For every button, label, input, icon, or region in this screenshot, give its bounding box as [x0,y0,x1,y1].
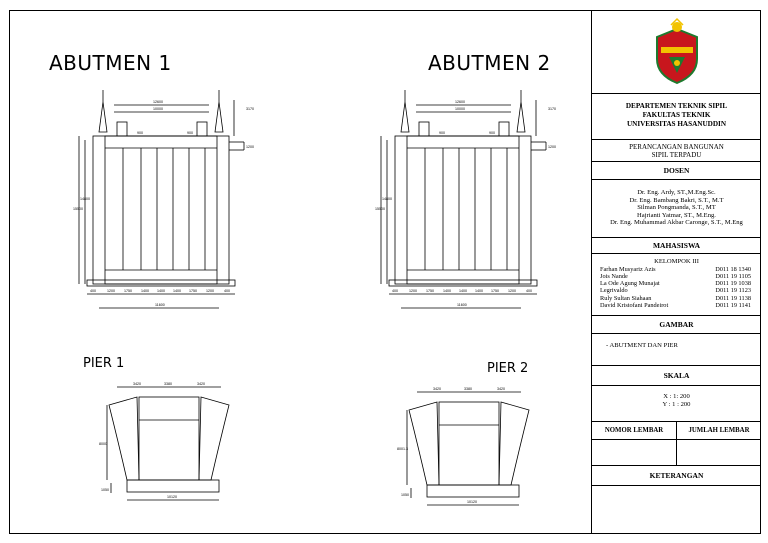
pier-2-drawing: 3420 3380 3420 8001.3 1050 10120 [397,387,530,506]
dim-height-outer: 15500 [73,207,83,211]
dim-bottom-seg-6: 1400 [475,289,483,293]
dim-pier-height: 8000 [99,442,107,446]
dim-bottom-seg-2: 1200 [107,289,115,293]
dim-pier-base-w: 10120 [467,500,477,504]
title-pier-2: PIER 2 [487,361,529,376]
dim-pier-base-h: 1050 [101,488,109,492]
dim-side-right: 3170 [246,107,254,111]
nomor-lembar-label: NOMOR LEMBAR [592,422,677,439]
title-pier-1: PIER 1 [83,356,125,371]
dim-seat-left: 900 [439,131,445,135]
skala-y: Y : 1 : 200 [662,400,691,408]
dim-ledge: 1200 [246,145,254,149]
title-block: DEPARTEMEN TEKNIK SIPIL FAKULTAS TEKNIK … [591,10,761,534]
dim-bottom-seg-1: 400 [90,289,96,293]
dim-pier-top-mid: 3380 [164,382,172,386]
title-abutment-1: ABUTMEN 1 [49,51,172,75]
dim-top-inner: 10000 [153,107,163,111]
jumlah-lembar-value [677,440,761,465]
dim-height-outer: 15500 [375,207,385,211]
dim-bottom-total: 11600 [155,303,165,307]
dosen-item: Silman Pongmanda, S.T., MT [637,204,716,212]
dim-bottom-seg-9: 400 [526,289,532,293]
project-line-2: SIPIL TERPADU [651,151,702,159]
dim-bottom-seg-7: 1750 [189,289,197,293]
dim-pier-base-h: 1050 [401,493,409,497]
drawing-area: ABUTMEN 1 ABUTMEN 2 PIER 1 PIER 2 [9,10,591,534]
dim-bottom-seg-3: 1750 [124,289,132,293]
gambar-item: - ABUTMENT DAN PIER [592,334,761,366]
dim-height-inner: 14800 [80,197,90,201]
dim-bottom-seg-9: 400 [224,289,230,293]
pier-1-drawing: 3420 3380 3420 8000 1050 10120 [99,382,230,501]
dim-bottom-seg-5: 1400 [157,289,165,293]
skala-values: X : 1: 200 Y : 1 : 200 [592,386,761,422]
mahasiswa-label: MAHASISWA [592,238,761,254]
dim-bottom-seg-8: 1200 [508,289,516,293]
keterangan-label: KETERANGAN [592,466,761,486]
dim-top-outer: 12600 [153,100,163,104]
abutment-1-drawing: 12600 10000 900 900 3170 1200 15500 1480… [73,90,254,309]
dim-bottom-total: 11600 [457,303,467,307]
dim-side-right: 3170 [548,107,556,111]
dim-bottom-seg-4: 1400 [443,289,451,293]
org-line-3: UNIVERSITAS HASANUDDIN [626,120,727,128]
dim-pier-height-2: 8001.3 [397,447,408,451]
dim-bottom-seg-4: 1400 [141,289,149,293]
dosen-item: Dr. Eng. Bambang Bakri, S.T., M.T [629,196,724,204]
dim-pier-top-left: 3420 [433,387,441,391]
dim-bottom-seg-1: 400 [392,289,398,293]
kelompok-label: KELOMPOK III [654,258,699,265]
dim-pier-top-right: 3420 [497,387,505,391]
dim-pier-top-right: 3420 [197,382,205,386]
dosen-label: DOSEN [592,162,761,180]
dim-ledge: 1200 [548,145,556,149]
sheet-number-row: NOMOR LEMBAR JUMLAH LEMBAR [592,422,761,440]
dim-bottom-seg-7: 1750 [491,289,499,293]
dim-bottom-seg-2: 1200 [409,289,417,293]
title-abutment-2: ABUTMEN 2 [428,51,551,75]
dim-pier-top-mid: 3380 [464,387,472,391]
dim-height-inner: 14800 [382,197,392,201]
org-line-2: FAKULTAS TEKNIK [642,111,711,119]
dim-bottom-seg-3: 1750 [426,289,434,293]
skala-x: X : 1: 200 [663,393,690,400]
abutment-2-drawing: 12600 10000 900 900 3170 1200 15500 1480… [375,90,556,309]
dim-pier-base-w: 10120 [167,495,177,499]
org-line-1: DEPARTEMEN TEKNIK SIPIL [625,102,728,110]
dim-top-inner: 10000 [455,107,465,111]
sheet-number-values [592,440,761,466]
jumlah-lembar-label: JUMLAH LEMBAR [688,427,750,434]
logo-cell [592,10,761,94]
project-line-1: PERANCANGAN BANGUNAN [629,143,724,151]
drawing-sheet-border [9,10,761,534]
dosen-list: Dr. Eng. Ardy, ST.,M.Eng.Sc. Dr. Eng. Ba… [592,180,761,238]
dim-bottom-seg-6: 1400 [173,289,181,293]
skala-label: SKALA [592,366,761,386]
university-logo-icon [655,17,698,85]
org-cell: DEPARTEMEN TEKNIK SIPIL FAKULTAS TEKNIK … [592,94,761,140]
dosen-item: Dr. Eng. Ardy, ST.,M.Eng.Sc. [637,189,716,196]
nomor-lembar-value [592,440,677,465]
dim-bottom-seg-5: 1400 [459,289,467,293]
dim-seat-left: 900 [137,131,143,135]
dosen-item: Hajrianti Yatmar, ST., M.Eng. [637,211,716,219]
dosen-item: Dr. Eng. Muhammad Akbar Caronge, S.T., M… [610,219,743,227]
dim-seat-right: 900 [489,131,495,135]
gambar-label: GAMBAR [592,316,761,334]
dim-bottom-seg-8: 1200 [206,289,214,293]
dim-pier-top-left: 3420 [133,382,141,386]
project-cell: PERANCANGAN BANGUNAN SIPIL TERPADU [592,140,761,162]
dim-top-outer: 12600 [455,100,465,104]
dim-seat-right: 900 [187,131,193,135]
